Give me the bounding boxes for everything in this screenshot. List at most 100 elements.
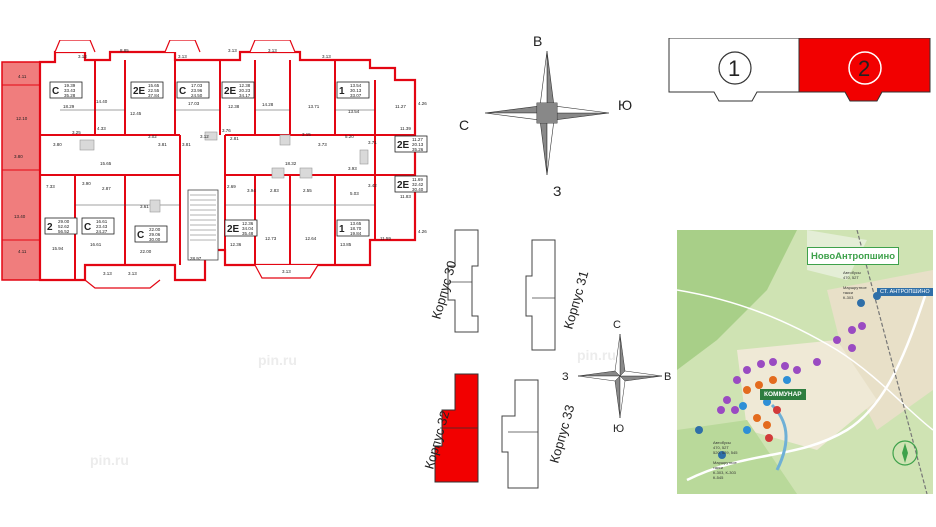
- section-1-button[interactable]: 1: [668, 38, 800, 102]
- apartment-card[interactable]: 2Е 15.65 22.55 37.84: [130, 81, 164, 99]
- svg-text:3.02: 3.02: [148, 134, 157, 139]
- watermark: pin.ru: [258, 352, 297, 368]
- svg-text:3.93: 3.93: [348, 166, 357, 171]
- bus-note-top: Автобусы 470, 52Т Маршрутное такси К-303: [843, 270, 867, 300]
- svg-text:34.17: 34.17: [239, 93, 251, 98]
- svg-text:3.13: 3.13: [322, 54, 331, 59]
- svg-text:11.59: 11.59: [380, 236, 391, 241]
- svg-text:С: С: [179, 86, 186, 97]
- svg-text:18.29: 18.29: [63, 104, 75, 109]
- svg-text:28.97: 28.97: [190, 256, 202, 261]
- svg-text:5.03: 5.03: [350, 191, 359, 196]
- svg-text:4.33: 4.33: [97, 126, 106, 131]
- building-blocks: Корпус 30 Корпус 31 Корпус 32 Корпус 33: [421, 229, 591, 489]
- apartment-card[interactable]: 1 13.54 30.13 33.07: [336, 81, 370, 99]
- apartment-card[interactable]: 1 13.65 18.70 19.84: [336, 219, 370, 237]
- svg-text:3.15: 3.15: [302, 132, 311, 137]
- svg-text:13.54: 13.54: [350, 83, 362, 88]
- svg-text:3.13: 3.13: [128, 271, 137, 276]
- svg-text:1: 1: [339, 86, 345, 97]
- svg-text:2Е: 2Е: [224, 86, 237, 97]
- svg-text:35.48: 35.48: [242, 231, 254, 236]
- svg-text:3.80: 3.80: [14, 154, 23, 159]
- station-label: СТ. АНТРОПШИНО: [877, 288, 933, 296]
- svg-text:4.11: 4.11: [18, 74, 27, 79]
- svg-text:19.39: 19.39: [64, 83, 76, 88]
- compass-west-label: С: [459, 117, 469, 133]
- watermark: pin.ru: [90, 452, 129, 468]
- compass-small-north: С: [613, 319, 621, 331]
- svg-text:3.25: 3.25: [72, 130, 81, 135]
- svg-text:24.27: 24.27: [96, 229, 108, 234]
- svg-text:12.10: 12.10: [16, 116, 28, 121]
- compass-east-label: Ю: [618, 97, 632, 113]
- map-terrain: [677, 230, 933, 494]
- svg-text:12.36: 12.36: [230, 242, 242, 247]
- svg-text:12.38: 12.38: [228, 104, 240, 109]
- apartment-card[interactable]: 2Е 11.69 32.42 30.40: [394, 175, 428, 193]
- svg-text:22.00: 22.00: [140, 249, 152, 254]
- building-30[interactable]: Корпус 30: [428, 229, 479, 333]
- svg-text:22.00: 22.00: [149, 227, 161, 232]
- selected-apartment-block[interactable]: [1, 61, 41, 281]
- svg-text:С: С: [52, 86, 59, 97]
- svg-text:11.83: 11.83: [400, 194, 411, 199]
- svg-text:С: С: [84, 222, 91, 233]
- svg-text:2.55: 2.55: [303, 188, 312, 193]
- compass-small-west: З: [562, 371, 569, 383]
- svg-text:23.96: 23.96: [191, 88, 203, 93]
- apartment-card[interactable]: 2Е 11.27 20.13 35.26: [394, 135, 428, 153]
- compass-large: В З Ю С: [459, 33, 632, 199]
- apartment-card[interactable]: С 19.39 33.43 35.28: [49, 81, 83, 99]
- svg-text:16.61: 16.61: [96, 219, 108, 224]
- svg-text:23.43: 23.43: [96, 224, 108, 229]
- apartment-card[interactable]: 2Е 12.38 20.23 34.17: [221, 81, 255, 99]
- svg-text:35.26: 35.26: [412, 147, 424, 152]
- svg-text:13.71: 13.71: [308, 104, 320, 109]
- apartment-card[interactable]: С 16.61 23.43 24.27: [81, 217, 115, 235]
- svg-text:13.65: 13.65: [350, 221, 362, 226]
- svg-text:34.04: 34.04: [242, 226, 254, 231]
- svg-text:3.90: 3.90: [82, 181, 91, 186]
- dimension-labels: 3.13 8.85 3.13 3.13 3.13 3.13 18.29 14.4…: [53, 48, 427, 276]
- selected-apartment-card[interactable]: 2 29.00 52.62 56.52: [44, 217, 78, 235]
- map-logo: НовоАнтропшино: [807, 247, 899, 265]
- svg-text:7.33: 7.33: [46, 184, 55, 189]
- selected-room-labels: 12.10 3.80 13.40 15.94 7.33 4.11 4.11: [14, 74, 64, 254]
- district-label: КОММУНАР: [760, 389, 806, 400]
- svg-text:15.65: 15.65: [148, 83, 160, 88]
- svg-text:3.13: 3.13: [178, 54, 187, 59]
- svg-text:2Е: 2Е: [227, 224, 240, 235]
- svg-text:20.23: 20.23: [239, 88, 251, 93]
- apartment-card[interactable]: С 17.03 23.96 24.50: [176, 81, 210, 99]
- floor-plan: С 19.39 33.43 35.28 2Е 15.65 22.55 37.84…: [1, 40, 428, 289]
- svg-text:13.85: 13.85: [340, 242, 352, 247]
- location-map[interactable]: НовоАнтропшино СТ. АНТРОПШИНО КОММУНАР А…: [677, 230, 933, 494]
- section-selector: 1 2: [668, 38, 931, 102]
- bus-note-bottom: Автобусы 470, 52Т 520, 529, 545 Маршрутн…: [713, 440, 738, 480]
- apartment-card[interactable]: 2Е 12.36 34.04 35.48: [224, 219, 258, 237]
- svg-text:15.65: 15.65: [100, 161, 112, 166]
- svg-text:20.13: 20.13: [412, 142, 424, 147]
- section-2-button[interactable]: 2: [798, 38, 931, 102]
- svg-text:2Е: 2Е: [133, 86, 146, 97]
- apartment-card[interactable]: С 22.00 29.06 30.00: [134, 225, 168, 243]
- svg-text:4.26: 4.26: [418, 101, 427, 106]
- svg-text:3.12: 3.12: [200, 134, 209, 139]
- svg-text:37.84: 37.84: [148, 93, 160, 98]
- svg-text:3.61: 3.61: [140, 204, 149, 209]
- building-32[interactable]: Корпус 32: [421, 373, 479, 483]
- svg-text:30.40: 30.40: [412, 187, 424, 192]
- svg-text:33.07: 33.07: [350, 93, 362, 98]
- svg-text:С: С: [137, 230, 144, 241]
- svg-text:3.13: 3.13: [103, 271, 112, 276]
- svg-text:1: 1: [339, 224, 345, 235]
- svg-text:12.45: 12.45: [130, 111, 142, 116]
- svg-text:11.27: 11.27: [395, 104, 406, 109]
- svg-text:1: 1: [728, 56, 740, 81]
- svg-text:11.27: 11.27: [412, 137, 423, 142]
- svg-text:32.42: 32.42: [412, 182, 424, 187]
- svg-text:29.00: 29.00: [58, 219, 70, 224]
- svg-text:3.94: 3.94: [247, 188, 256, 193]
- svg-text:2.81: 2.81: [230, 136, 239, 141]
